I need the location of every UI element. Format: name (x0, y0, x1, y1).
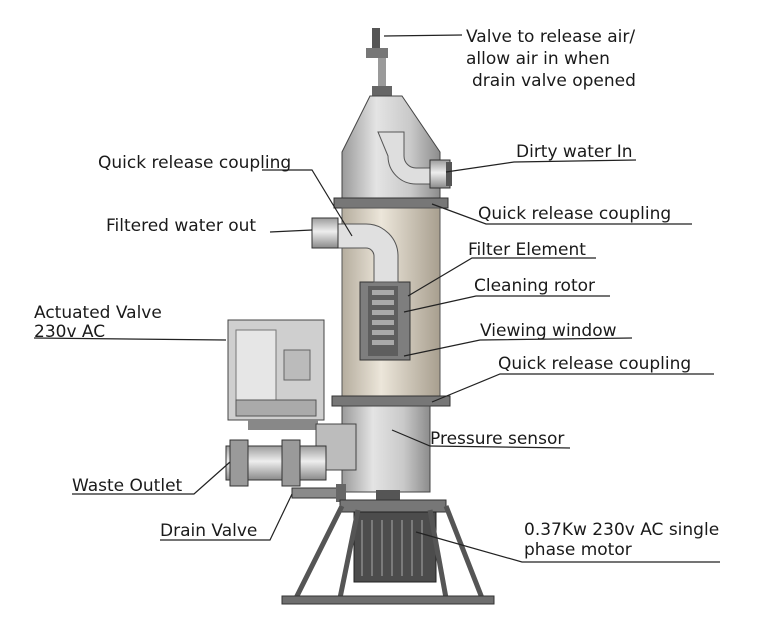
label-quick-release-top: Quick release coupling (98, 153, 292, 173)
dirty-water-inlet (429, 159, 452, 189)
label-motor-1: 0.37Kw 230v AC single (524, 520, 720, 540)
waste-outlet-valve (225, 423, 357, 487)
actuated-valve-box (227, 319, 325, 430)
base-plate (281, 595, 495, 605)
label-filter-element: Filter Element (468, 240, 586, 260)
lower-flange (331, 395, 451, 407)
label-drain-valve: Drain Valve (160, 521, 258, 541)
label-actuated-valve-1: Actuated Valve (34, 303, 162, 323)
air-release-valve (366, 28, 392, 96)
label-filtered-water-out: Filtered water out (106, 216, 257, 236)
top-flange (333, 197, 449, 209)
base-frame (293, 504, 485, 600)
label-dirty-water-in: Dirty water In (516, 142, 633, 162)
label-viewing-window: Viewing window (480, 321, 617, 341)
label-valve-air-3: drain valve opened (472, 71, 636, 91)
drain-valve-part (291, 484, 346, 502)
label-waste-outlet: Waste Outlet (72, 476, 183, 496)
lower-body (341, 405, 431, 493)
label-valve-air-1: Valve to release air/ (466, 27, 636, 47)
top-cone (341, 95, 441, 201)
leader-lines (33, 34, 720, 563)
label-motor-2: phase motor (524, 540, 632, 560)
label-valve-air-2: allow air in when (466, 49, 610, 69)
label-actuated-valve-2: 230v AC (34, 322, 106, 342)
label-quick-release-right: Quick release coupling (478, 204, 672, 224)
filtered-water-outlet (311, 217, 399, 283)
label-cleaning-rotor: Cleaning rotor (474, 276, 596, 296)
label-pressure-sensor: Pressure sensor (430, 429, 565, 449)
motor (339, 490, 447, 583)
label-quick-release-lower: Quick release coupling (498, 354, 692, 374)
